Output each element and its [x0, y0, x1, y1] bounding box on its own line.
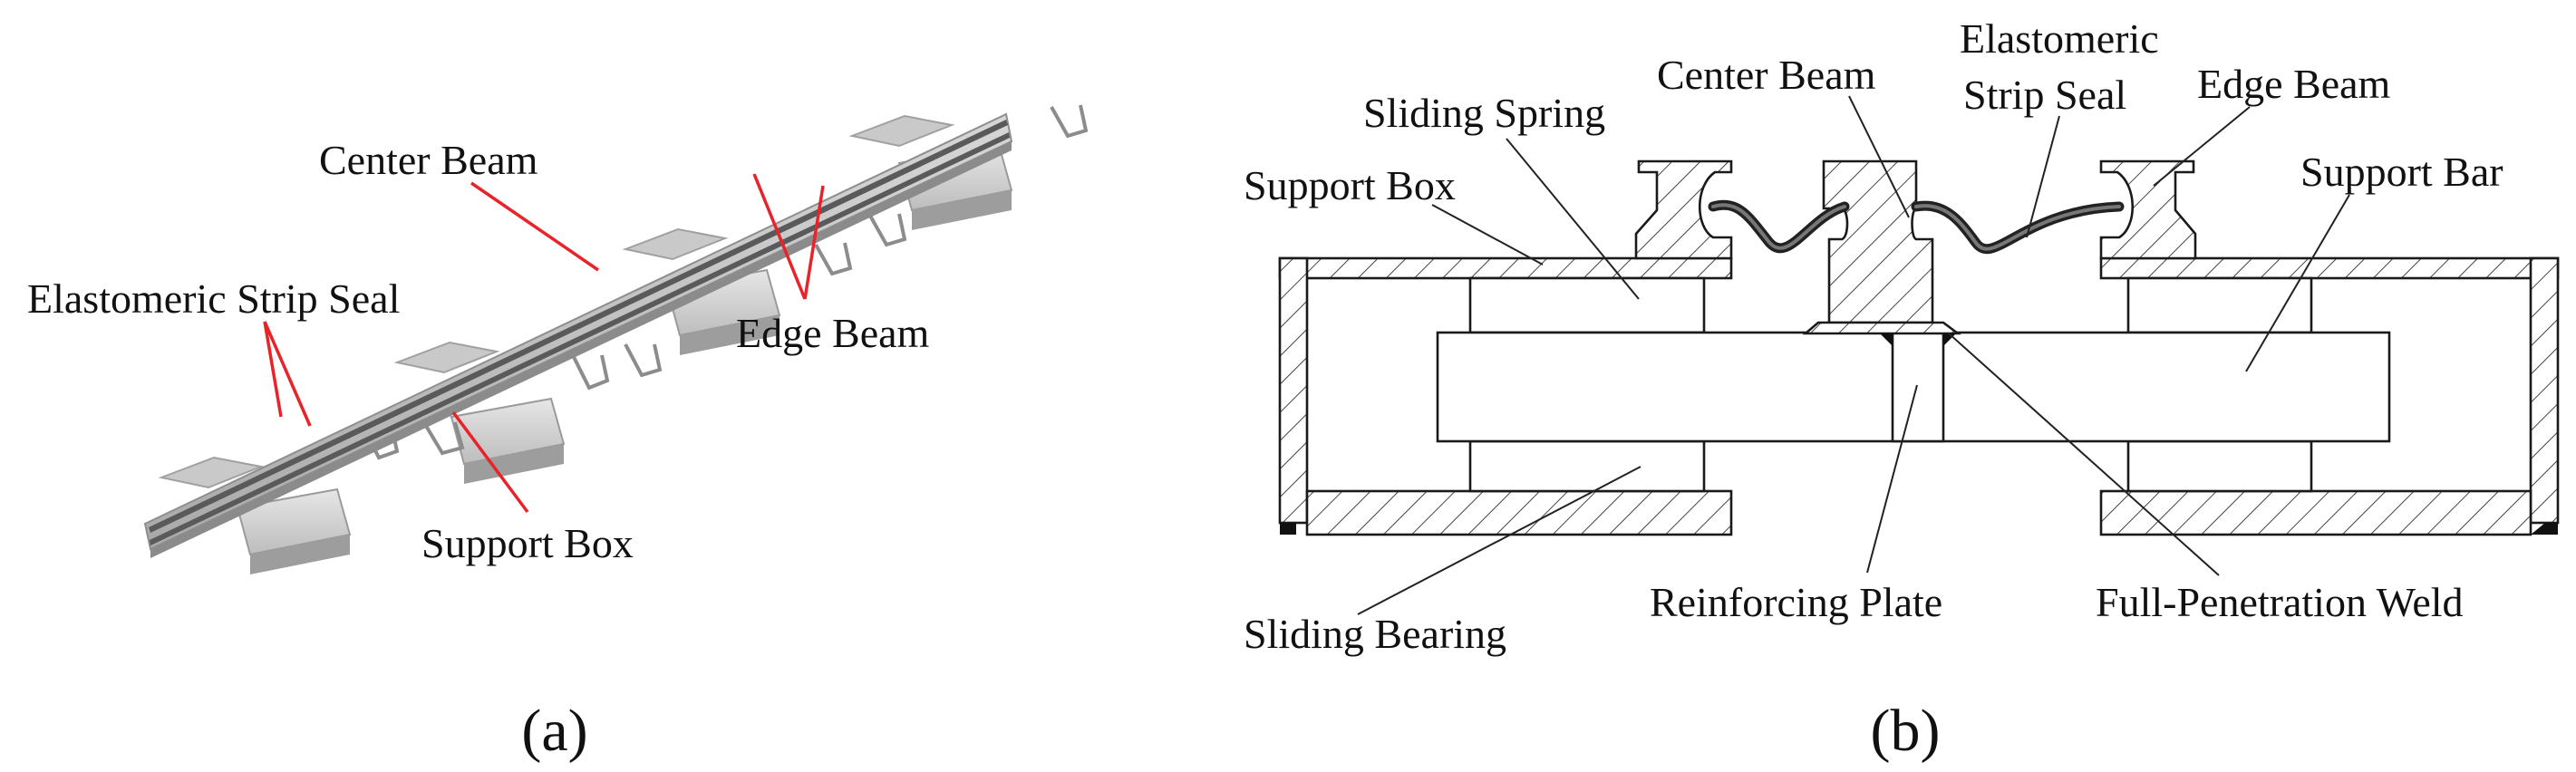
sliding-springs-bearings	[1468, 276, 2313, 493]
label-center-beam-b: Center Beam	[1657, 52, 1876, 98]
label-support-bar: Support Bar	[2300, 149, 2503, 195]
label-sliding-spring: Sliding Spring	[1363, 90, 1605, 136]
support-box-right	[2099, 256, 2560, 536]
label-support-box: Support Box	[421, 520, 634, 566]
support-box-tops	[158, 114, 955, 489]
label-reinforcing-plate: Reinforcing Plate	[1650, 579, 1942, 625]
leader-lines-black	[1357, 95, 2350, 615]
label-edge-beam-b: Edge Beam	[2197, 61, 2391, 107]
caption-b: (b)	[1871, 698, 1941, 764]
label-edge-beam: Edge Beam	[736, 310, 930, 356]
label-sliding-bearing: Sliding Bearing	[1244, 611, 1506, 657]
label-elastomeric-strip-seal: Elastomeric Strip Seal	[27, 275, 400, 322]
panel-b-cross-section: Center Beam Elastomeric Strip Seal Edge …	[1244, 15, 2560, 764]
edge-beam-left	[1634, 159, 1733, 260]
label-full-penetration-weld: Full-Penetration Weld	[2096, 579, 2464, 625]
caption-a: (a)	[521, 698, 587, 764]
spring-clips	[361, 104, 1089, 460]
edge-beam-right	[2099, 159, 2197, 260]
label-elastomeric-line2: Strip Seal	[1963, 72, 2126, 118]
rails	[143, 112, 1013, 558]
label-center-beam: Center Beam	[319, 137, 538, 183]
panel-a-3d-view: Center Beam Elastomeric Strip Seal Edge …	[27, 104, 1089, 764]
support-boxes	[236, 143, 1013, 574]
center-beam	[1822, 159, 1934, 324]
reinforcing-plate	[1891, 331, 1945, 443]
leader-lines-red	[263, 173, 825, 514]
label-elastomeric-line1: Elastomeric	[1960, 15, 2159, 62]
label-support-box-b: Support Box	[1244, 162, 1456, 208]
elastomeric-strip-seals	[1708, 199, 2125, 255]
